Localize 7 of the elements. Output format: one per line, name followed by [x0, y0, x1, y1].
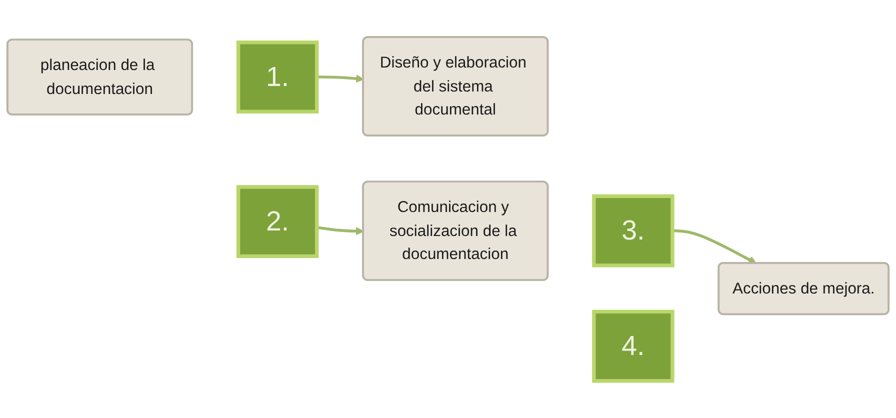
node-box: 1. [236, 40, 319, 114]
node-box: 4. [592, 310, 674, 383]
arrow [316, 226, 364, 236]
node-box: 3. [592, 194, 674, 268]
node-box: 2. [236, 185, 319, 258]
arrow [672, 229, 756, 264]
arrow [316, 74, 364, 83]
